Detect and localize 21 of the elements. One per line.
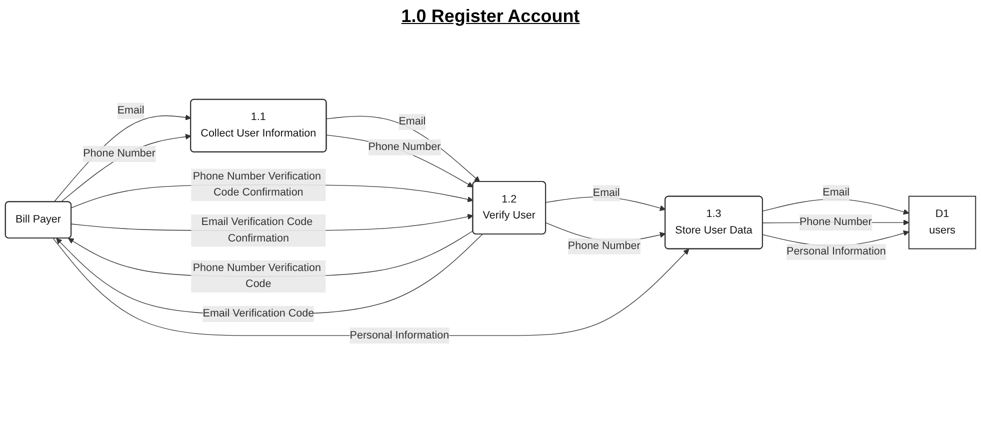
edge-label: Email — [822, 186, 850, 198]
arrow — [326, 116, 480, 182]
edge-label: Email Verification Code — [202, 308, 314, 320]
arrow — [56, 234, 483, 314]
edge-label: Personal Information — [350, 330, 450, 341]
arrow — [60, 134, 192, 202]
edge-label: Phone Number — [83, 148, 156, 160]
edge-label: Email Verification Code Confirmation — [201, 216, 313, 244]
edge-label: Phone Number Verification Code Confirmation — [192, 170, 321, 198]
diagram-title: 1.0 Register Account — [400, 6, 581, 27]
edge-label: Email — [592, 187, 620, 199]
arrow — [326, 134, 474, 188]
edge-label: Phone Number — [368, 141, 441, 153]
edge-label: Phone Number — [799, 216, 872, 228]
edge-label: Email — [398, 116, 426, 128]
edge-label: Personal Information — [786, 246, 886, 258]
edge-label: Email — [117, 104, 144, 116]
edge-label: Phone Number Verification Code — [192, 262, 321, 290]
edge-label: Phone Number — [568, 240, 640, 252]
arrow — [52, 238, 690, 336]
node-box: D1 users — [908, 196, 976, 250]
